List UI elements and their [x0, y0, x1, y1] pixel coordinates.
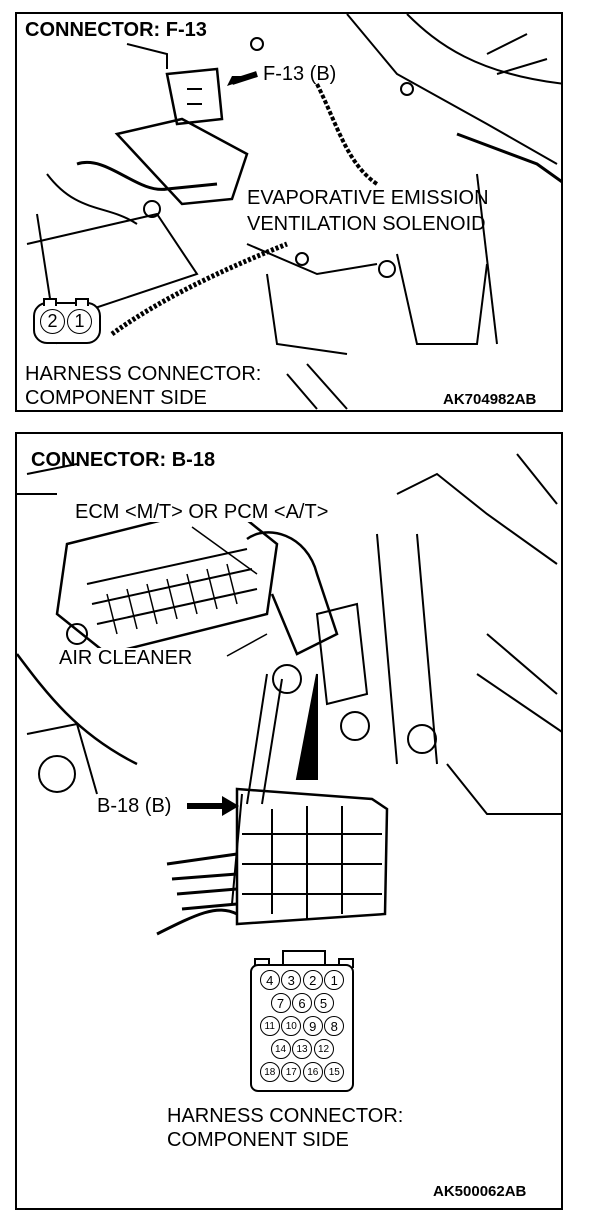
f13-engine-illustration — [26, 14, 561, 410]
harness-label-line2: COMPONENT SIDE — [25, 387, 207, 409]
pin-15: 15 — [324, 1062, 345, 1082]
connector-f13-panel: CONNECTOR: F-13 F-13 (B) EVAPORATIVE EMI… — [15, 12, 563, 412]
component-name: ECM <M/T> OR PCM <A/T> — [73, 501, 331, 523]
pin-17: 17 — [281, 1062, 302, 1082]
figure-code: AK704982AB — [443, 391, 537, 408]
pin-6: 6 — [292, 993, 312, 1013]
pin-16: 16 — [302, 1062, 323, 1082]
connector-title: CONNECTOR: F-13 — [25, 19, 207, 41]
component-name-line1: EVAPORATIVE EMISSION — [247, 187, 489, 209]
air-cleaner-label: AIR CLEANER — [57, 647, 195, 669]
harness-label-line2: COMPONENT SIDE — [167, 1129, 349, 1151]
connector-callout-label: F-13 (B) — [263, 63, 337, 85]
pin-10: 10 — [281, 1016, 302, 1036]
connector-callout-label: B-18 (B) — [97, 795, 172, 817]
pin-5: 5 — [313, 993, 334, 1013]
pin-1: 1 — [324, 970, 345, 990]
pin-12: 12 — [313, 1039, 334, 1059]
connector-title: CONNECTOR: B-18 — [31, 449, 216, 471]
pin-13: 13 — [292, 1039, 312, 1059]
harness-label-line1: HARNESS CONNECTOR: — [167, 1105, 404, 1127]
pin-11: 11 — [259, 1016, 280, 1036]
harness-label-line1: HARNESS CONNECTOR: — [25, 363, 262, 385]
pin-2: 2 — [302, 970, 323, 990]
pin-18: 18 — [259, 1062, 280, 1082]
pin-7: 7 — [270, 993, 291, 1013]
pin-1: 1 — [67, 309, 92, 334]
pin-3: 3 — [281, 970, 302, 990]
harness-connector-face: 2 1 — [33, 298, 101, 344]
pin-14: 14 — [270, 1039, 291, 1059]
connector-b18-panel: CONNECTOR: B-18 ECM <M/T> OR PCM <A/T> A… — [15, 432, 563, 1210]
component-name-line2: VENTILATION SOLENOID — [247, 213, 486, 235]
pin-8: 8 — [324, 1016, 345, 1036]
pin-4: 4 — [259, 970, 280, 990]
pin-9: 9 — [302, 1016, 323, 1036]
pin-2: 2 — [40, 309, 65, 334]
figure-code: AK500062AB — [433, 1183, 527, 1200]
